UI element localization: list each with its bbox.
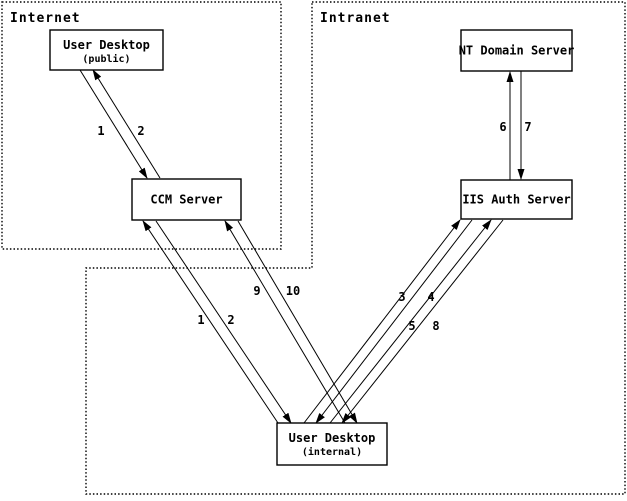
node-ud_internal: User Desktop(internal) [276,422,388,466]
edge-8-iis-to-ud_internal [341,219,504,424]
edge-1-ud_internal-to-ccm [142,220,279,424]
node-ccm-label: CCM Server [150,193,222,207]
edge-label-7: 7 [524,120,531,134]
edge-labels-layer: 1 2 1 2 9 10 3 4 5 8 6 7 [97,120,531,333]
node-ud_public-box [49,29,164,71]
region-internet-label: Internet [10,11,81,26]
node-nt-label: NT Domain Server [459,44,575,58]
edge-3-ud_internal-to-iis [303,219,461,424]
edge-2-ccm-to-ud_internal [155,220,292,424]
edges-layer [79,69,525,424]
edge-label-2: 2 [227,313,234,327]
node-ccm: CCM Server [131,178,242,221]
region-intranet-label: Intranet [320,11,391,26]
edge-4-iis-to-ud_internal [315,219,473,424]
edge-10-ccm-to-ud_internal [237,220,358,424]
edge-label-2: 2 [137,124,144,138]
edge-label-6: 6 [499,120,506,134]
edge-2-ccm-to-ud_public [92,69,161,179]
node-ud_public: User Desktop(public) [49,29,164,71]
node-ud_public-sublabel: (public) [82,53,130,65]
region-intranet-border [85,1,626,495]
node-iis-box [460,179,573,220]
node-ud_internal-sublabel: (internal) [302,446,362,458]
node-ud_internal-box [276,422,388,466]
edge-5-ud_internal-to-iis [329,219,492,424]
node-nt-box [460,29,573,72]
edge-label-5: 5 [408,319,415,333]
edge-label-9: 9 [253,284,260,298]
node-ud_public-label: User Desktop [63,38,150,52]
node-iis-label: IIS Auth Server [462,193,570,207]
edge-label-3: 3 [398,290,405,304]
edge-label-4: 4 [427,290,434,304]
edge-label-1: 1 [97,124,104,138]
edge-label-1: 1 [197,313,204,327]
node-iis: IIS Auth Server [460,179,573,220]
node-nt: NT Domain Server [459,29,575,72]
edge-9-ud_internal-to-ccm [224,220,346,424]
edge-label-10: 10 [286,284,300,298]
node-ud_internal-label: User Desktop [289,431,376,445]
edge-label-8: 8 [432,319,439,333]
edge-1-ud_public-to-ccm [79,69,148,179]
node-ccm-box [131,178,242,221]
